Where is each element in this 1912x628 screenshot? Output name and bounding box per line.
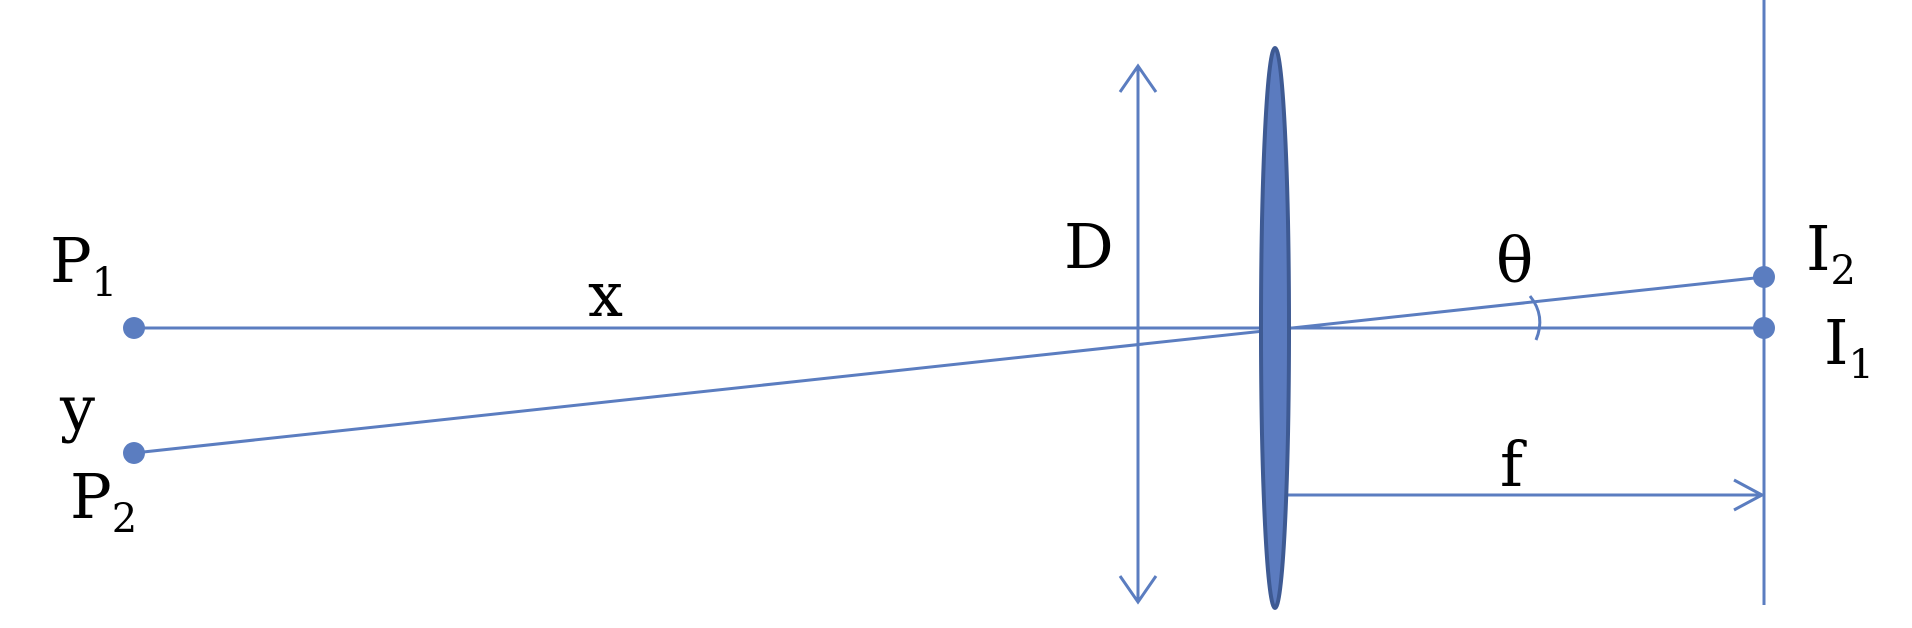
point-p1 [123, 317, 145, 339]
aperture-diameter-arrow [1118, 63, 1158, 605]
focal-length-arrow [1282, 478, 1766, 512]
label-p2: P2 [70, 460, 137, 542]
theta-angle-arc [1528, 295, 1542, 341]
label-i2: I2 [1806, 212, 1856, 294]
chief-ray [133, 275, 1765, 455]
point-p2 [123, 442, 145, 464]
label-f: f [1500, 428, 1527, 501]
label-d: D [1064, 210, 1114, 283]
label-theta: θ [1496, 224, 1533, 297]
label-p1: P1 [50, 224, 117, 306]
label-i1: I1 [1824, 306, 1874, 388]
lens [1259, 46, 1291, 610]
label-y: y [59, 372, 95, 445]
point-i1 [1753, 317, 1775, 339]
point-i2 [1753, 266, 1775, 288]
label-x: x [588, 258, 623, 331]
